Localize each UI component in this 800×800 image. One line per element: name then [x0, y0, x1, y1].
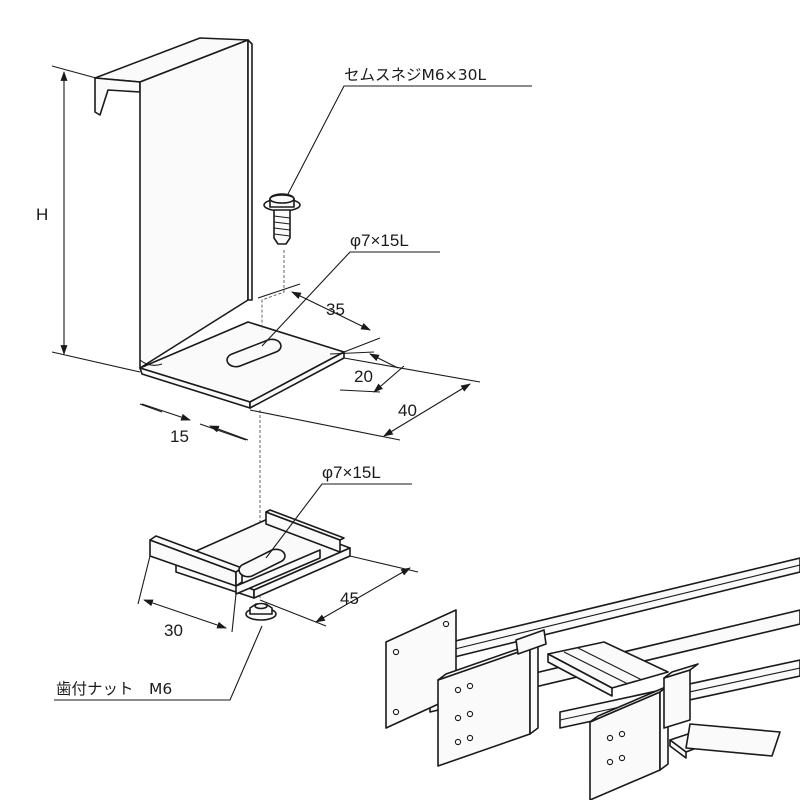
hanger-frame: [663, 669, 691, 729]
dim-45-label: 45: [340, 589, 359, 608]
screw-shank: [273, 209, 291, 245]
dim-35: 35: [257, 283, 381, 353]
dim-15: 15: [139, 403, 249, 446]
toothed-nut: [245, 602, 277, 621]
dim-20: 20: [329, 351, 405, 393]
hole-top-label: φ7×15L: [350, 231, 409, 250]
slot-hole-top: [226, 338, 282, 368]
screw-centre-line: [261, 250, 285, 330]
bracket-bend: [139, 359, 163, 366]
nut-label: 歯付ナット M6: [56, 680, 172, 698]
installation-view: [385, 557, 800, 800]
nut-callout: 歯付ナット M6: [54, 625, 263, 701]
dim-30: 30: [137, 555, 237, 640]
clamp-tongue: [235, 549, 321, 595]
hook-lip: [94, 77, 141, 116]
dim-40: 40: [249, 357, 481, 441]
bracket-edge: [247, 39, 253, 301]
dim-35-label: 35: [326, 300, 345, 319]
dim-30-label: 30: [164, 621, 183, 640]
rail-clip: [515, 629, 547, 655]
bracket-vertical-face: [139, 39, 249, 369]
height-label: H: [36, 205, 48, 224]
screw-label: セムスネジM6×30L: [344, 66, 486, 84]
sems-screw: [263, 193, 301, 245]
dim-20-label: 20: [354, 367, 373, 386]
hook-bracket: [94, 37, 345, 409]
main-channel-side: [529, 641, 539, 735]
hole-bottom-callout: φ7×15L: [265, 463, 412, 559]
hole-top-callout: φ7×15L: [261, 231, 440, 347]
dim-45: 45: [259, 555, 419, 627]
clamp-rear-rib-top: [265, 509, 345, 541]
dim-40-label: 40: [398, 401, 417, 420]
screw-head-cap: [269, 194, 295, 204]
slot-hole-bottom: [238, 548, 286, 578]
screw-callout: セムスネジM6×30L: [287, 66, 532, 195]
clamp-plate: [149, 509, 351, 599]
dim-15-label: 15: [170, 427, 189, 446]
nut-bore: [254, 602, 268, 610]
screw-threads: [273, 215, 291, 237]
height-dimension: H: [36, 65, 141, 373]
flat-bar: [685, 723, 781, 757]
hole-bottom-label: φ7×15L: [322, 463, 381, 482]
